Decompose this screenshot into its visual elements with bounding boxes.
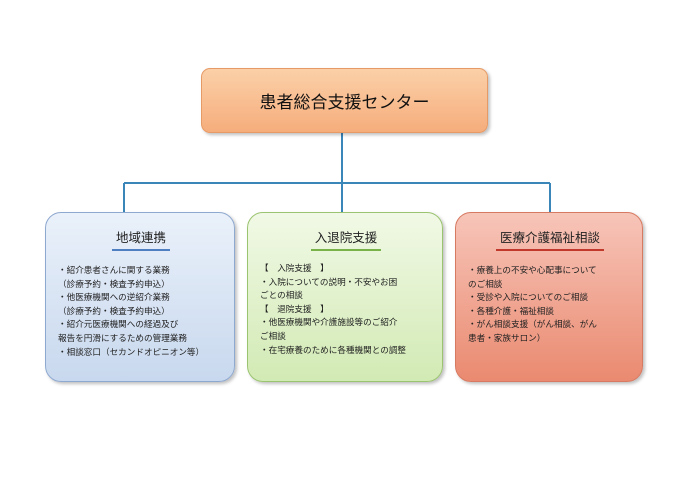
list-item: 【 退院支援 】 (260, 304, 329, 315)
list-item: ・紹介元医療機関への経過及び (58, 320, 179, 331)
list-item: ・相談窓口（セカンドオピニオン等） (58, 347, 205, 358)
department-box-welfare: 医療介護福祉相談 ・療養上の不安や心配事について のご相談 ・受診や入院について… (455, 212, 643, 382)
list-item: のご相談 (468, 279, 503, 290)
list-item: ・入院についての説明・不安やお困 (260, 277, 398, 288)
list-item: ごとの相談 (260, 291, 303, 302)
list-item: ・他医療機関への逆紹介業務 (58, 293, 170, 304)
list-item: ・在宅療養のために各種機関との調整 (260, 345, 407, 356)
department-title: 入退院支援 (310, 227, 382, 251)
department-items: 【 入院支援 】 ・入院についての説明・不安やお困 ごとの相談 【 退院支援 】… (260, 263, 432, 358)
department-items: ・紹介患者さんに関する業務 （診療予約・検査予約申込） ・他医療機関への逆紹介業… (58, 265, 224, 360)
center-title: 患者総合支援センター (259, 93, 430, 113)
list-item: ・がん相談支援（がん相談、がん (468, 320, 597, 331)
list-item: 患者・家族サロン） (468, 333, 546, 344)
list-item: （診療予約・検査予約申込） (58, 306, 170, 317)
department-title: 地域連携 (111, 227, 170, 251)
list-item: （診療予約・検査予約申込） (58, 279, 170, 290)
department-box-admission: 入退院支援 【 入院支援 】 ・入院についての説明・不安やお困 ごとの相談 【 … (247, 212, 443, 382)
department-title: 医療介護福祉相談 (495, 227, 604, 251)
list-item: ・他医療機関や介護施設等のご紹介 (260, 318, 398, 329)
center-box: 患者総合支援センター (201, 68, 488, 133)
list-item: ご相談 (260, 331, 286, 342)
list-item: ・各種介護・福祉相談 (468, 306, 554, 317)
list-item: ・紹介患者さんに関する業務 (58, 266, 170, 276)
list-item: ・療養上の不安や心配事について (468, 266, 597, 276)
department-box-regional: 地域連携 ・紹介患者さんに関する業務 （診療予約・検査予約申込） ・他医療機関へ… (45, 212, 235, 382)
list-item: 【 入院支援 】 (260, 264, 329, 274)
department-items: ・療養上の不安や心配事について のご相談 ・受診や入院についてのご相談 ・各種介… (468, 265, 632, 347)
list-item: ・受診や入院についてのご相談 (468, 293, 589, 304)
list-item: 報告を円滑にするための管理業務 (58, 333, 187, 344)
